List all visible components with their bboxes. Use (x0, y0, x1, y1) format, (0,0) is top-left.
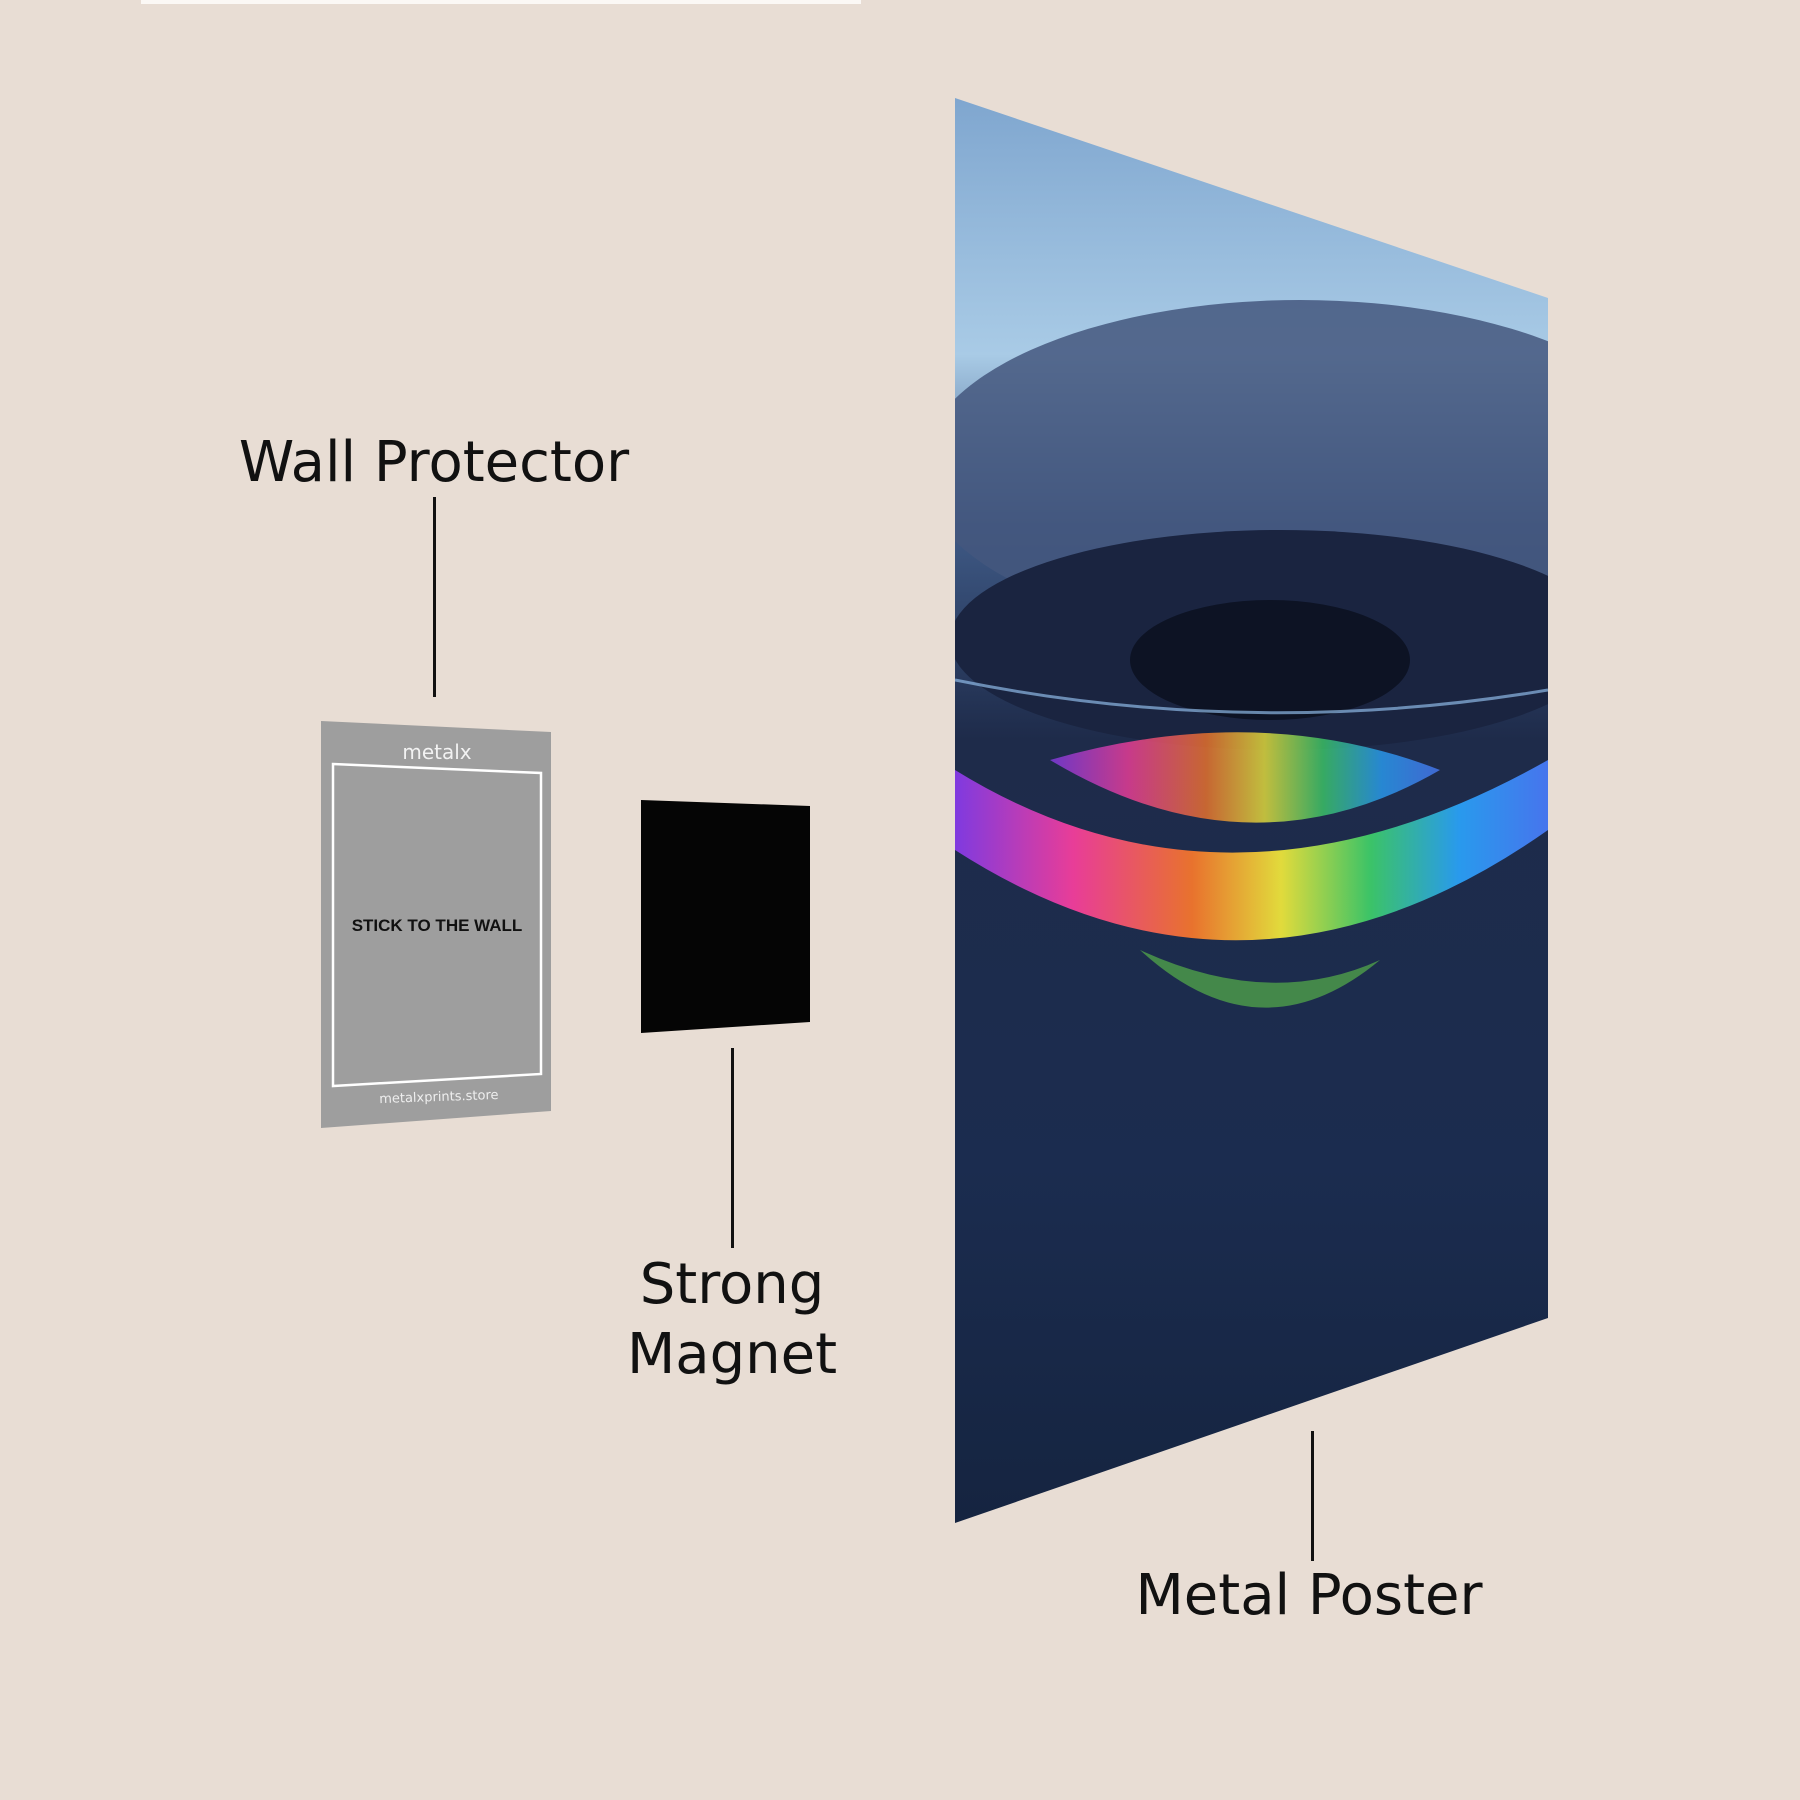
strong-magnet-label-line1: Strong (639, 1252, 825, 1317)
metal-poster-label: Metal Poster (1135, 1563, 1483, 1628)
wall-protector: metalx STICK TO THE WALL metalxprints.st… (321, 721, 551, 1128)
top-divider (141, 0, 861, 4)
wall-protector-leader-line (433, 497, 436, 697)
strong-magnet (641, 800, 810, 1033)
metalx-logo: metalx (402, 740, 471, 764)
protector-website: metalxprints.store (379, 1088, 499, 1107)
protector-instruction: STICK TO THE WALL (352, 916, 523, 935)
strong-magnet-label: Strong Magnet (582, 1250, 882, 1390)
wall-protector-label: Wall Protector (238, 430, 630, 495)
metal-poster-leader-line (1311, 1431, 1314, 1561)
strong-magnet-leader-line (731, 1048, 734, 1248)
strong-magnet-label-line2: Magnet (626, 1322, 838, 1387)
metal-poster (955, 98, 1548, 1523)
